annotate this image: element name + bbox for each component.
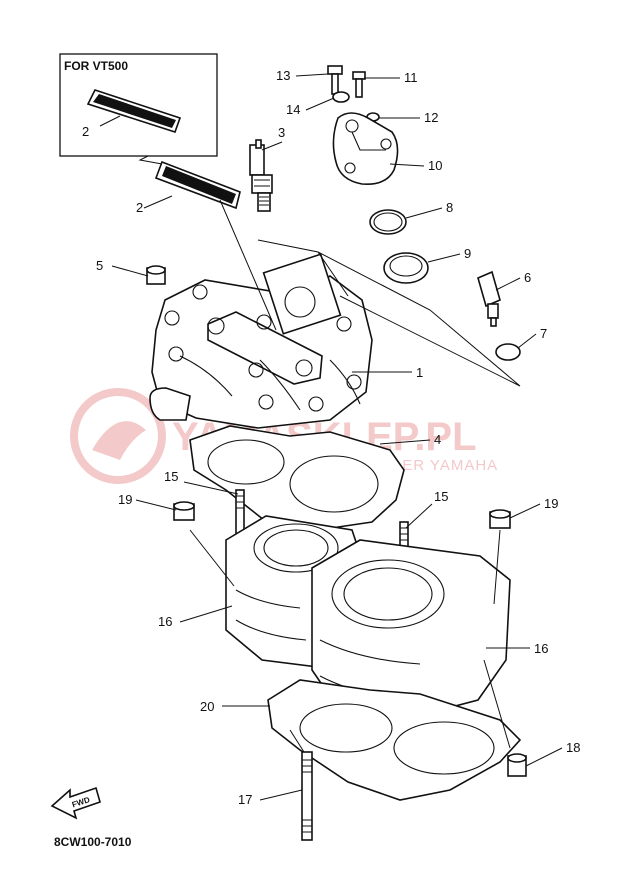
- callout-5: 5: [96, 258, 103, 273]
- stud-17: [301, 751, 313, 841]
- callout-20: 20: [200, 699, 214, 714]
- callout-18: 18: [566, 740, 580, 755]
- inset-title: FOR VT500: [64, 59, 128, 73]
- callout-19-right: 19: [544, 496, 558, 511]
- forward-arrow-icon: FWD: [50, 786, 101, 820]
- inset-box: FOR VT500: [59, 53, 218, 165]
- nut-19-right: [489, 509, 511, 529]
- leader-lines: [111, 73, 563, 801]
- callout-9: 9: [464, 246, 471, 261]
- callout-6: 6: [524, 270, 531, 285]
- callout-3: 3: [278, 125, 285, 140]
- callout-4: 4: [434, 432, 441, 447]
- head-gasket: [189, 425, 405, 531]
- callout-7: 7: [540, 326, 547, 341]
- callout-16-right: 16: [534, 641, 548, 656]
- callout-17: 17: [238, 792, 252, 807]
- callout-15-left: 15: [164, 469, 178, 484]
- callout-14: 14: [286, 102, 300, 117]
- temperature-sensor: [477, 270, 501, 327]
- callout-12: 12: [424, 110, 438, 125]
- diagram-code: 8CW100-7010: [54, 835, 132, 849]
- spark-plug: [249, 139, 273, 212]
- bolt-13: [327, 65, 343, 95]
- washer-14: [332, 91, 350, 103]
- callout-10: 10: [428, 158, 442, 173]
- nut-18: [507, 753, 527, 777]
- emblem-decal-inset: [86, 89, 182, 133]
- thermostat: [383, 252, 429, 284]
- alignment-lines: [189, 199, 521, 753]
- nut-5: [146, 265, 166, 285]
- bolt-11: [352, 71, 366, 98]
- callout-11: 11: [404, 70, 418, 85]
- callout-16-left: 16: [158, 614, 172, 629]
- callout-13: 13: [276, 68, 290, 83]
- callout-1: 1: [416, 365, 423, 380]
- callout-15-right: 15: [434, 489, 448, 504]
- o-ring: [369, 209, 407, 235]
- washer-7: [495, 343, 521, 361]
- thermostat-cover: [332, 112, 399, 186]
- base-gasket: [267, 679, 522, 801]
- callout-2: 2: [136, 200, 143, 215]
- callout-2-inset: 2: [82, 124, 89, 139]
- callout-19-left: 19: [118, 492, 132, 507]
- callouts: 1 2 2 3 4 5 6 7 8 9 10 11 12 13 14 15 15…: [82, 68, 580, 807]
- callout-8: 8: [446, 200, 453, 215]
- emblem-decal: [154, 160, 241, 210]
- nut-19-left: [173, 501, 195, 521]
- cylinder-head: [149, 253, 373, 429]
